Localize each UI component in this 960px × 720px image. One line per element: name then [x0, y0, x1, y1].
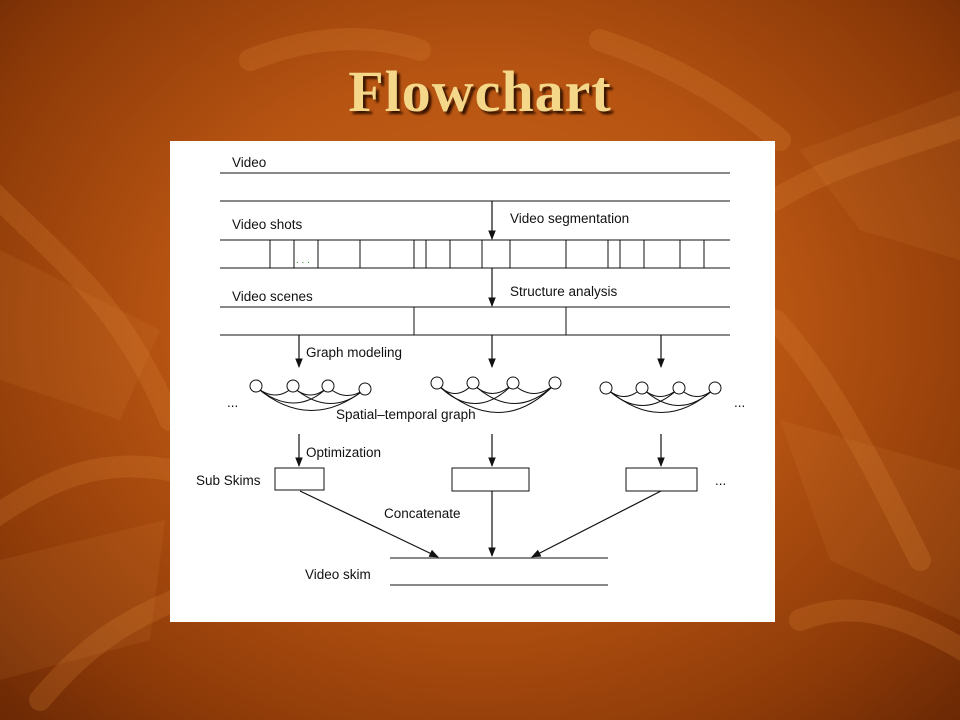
spatial-temporal-graph-3 [599, 381, 722, 413]
video-label: Video [232, 155, 266, 170]
concatenate-arrow-3 [531, 490, 662, 558]
sub-skim-box-1 [274, 467, 325, 491]
structure-analysis-label: Structure analysis [510, 284, 618, 299]
video-shots-strip [220, 239, 730, 269]
spatial-temporal-graph-label: Spatial–temporal graph [336, 407, 476, 422]
optimization-label: Optimization [306, 445, 381, 460]
sub-skims-label: Sub Skims [196, 473, 261, 488]
shot-ellipsis: . . . [296, 255, 310, 266]
concatenate-arrow-1 [299, 490, 439, 558]
video-shots-label: Video shots [232, 217, 303, 232]
flowchart-diagram: Video Video segmentation Video shots [196, 155, 745, 586]
spatial-temporal-graph-2 [430, 376, 562, 413]
concatenate-label: Concatenate [384, 506, 461, 521]
video-skim-label: Video skim [305, 567, 371, 582]
sub-skims-ellipsis: ... [715, 473, 726, 488]
video-segmentation-label: Video segmentation [510, 211, 629, 226]
video-scenes-strip [220, 306, 730, 336]
slide-title: Flowchart [348, 59, 612, 124]
sub-skim-box-2 [451, 467, 530, 492]
sub-skim-box-3 [625, 467, 698, 492]
flowchart-figure: Video Video segmentation Video shots [170, 141, 775, 622]
spatial-temporal-graph-1 [249, 379, 372, 411]
graph-modeling-label: Graph modeling [306, 345, 402, 360]
video-scenes-label: Video scenes [232, 289, 313, 304]
graph-right-ellipsis: ... [734, 395, 745, 410]
graph-left-ellipsis: ... [227, 395, 238, 410]
